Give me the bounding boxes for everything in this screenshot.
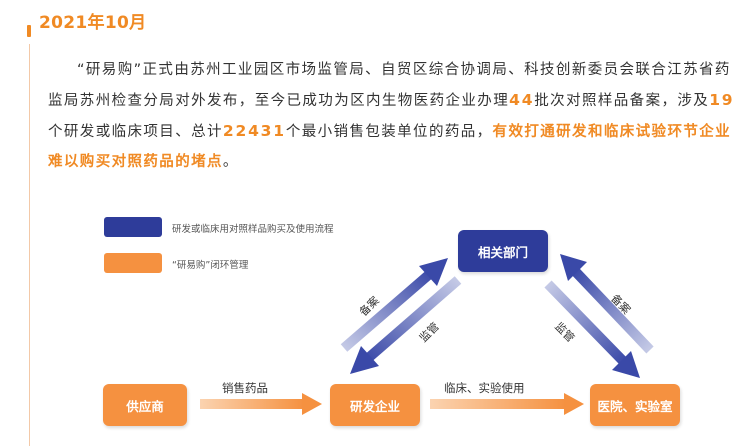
arrow-sell <box>200 393 322 415</box>
paragraph-text: 个研发或临床项目、总计 <box>48 124 223 140</box>
year-month-heading: 2021年10月 <box>39 13 147 33</box>
arrow-file-right <box>560 254 654 354</box>
legend-label-orange: “研易购”闭环管理 <box>172 260 249 271</box>
arrow-supervise-right <box>544 280 640 378</box>
legend-swatch-orange <box>104 253 162 273</box>
diagram-arrows <box>200 254 654 415</box>
arrow-file-left <box>340 258 448 352</box>
unit-count: 22431 <box>222 122 286 140</box>
label-sell-drugs: 销售药品 <box>222 381 268 395</box>
legend-label-blue: 研发或临床用对照样品购买及使用流程 <box>172 224 334 235</box>
flow-diagram: 研发或临床用对照样品购买及使用流程 “研易购”闭环管理 相关部门 供应商 研发企… <box>0 200 756 446</box>
arrow-use <box>430 393 584 415</box>
node-hospital-lab: 医院、实验室 <box>590 384 680 426</box>
batch-count: 44 <box>509 91 535 109</box>
timeline-line <box>29 44 30 446</box>
highlight-sentence: 有效打通研发和临床试验环节企业难以购买对照药品的堵点 <box>48 124 732 170</box>
legend-swatch-blue <box>104 217 162 237</box>
paragraph-text: “研易购”正式由苏州工业园区市场监管局、自贸区综合协调局、科技创新委员会联合江苏… <box>48 62 731 109</box>
node-rd-company: 研发企业 <box>330 384 420 426</box>
intro-paragraph: “研易购”正式由苏州工业园区市场监管局、自贸区综合协调局、科技创新委员会联合江苏… <box>48 55 738 177</box>
node-related-department: 相关部门 <box>458 230 548 272</box>
paragraph-text: 个最小销售包装单位的药品， <box>285 124 493 140</box>
project-count: 19 <box>709 91 735 109</box>
node-supplier: 供应商 <box>103 384 187 426</box>
paragraph-text: 批次对照样品备案，涉及 <box>534 93 710 109</box>
arrow-supervise-left <box>350 276 462 374</box>
timeline-marker <box>27 25 31 37</box>
paragraph-end: 。 <box>222 154 239 170</box>
label-clinical-use: 临床、实验使用 <box>444 381 525 395</box>
